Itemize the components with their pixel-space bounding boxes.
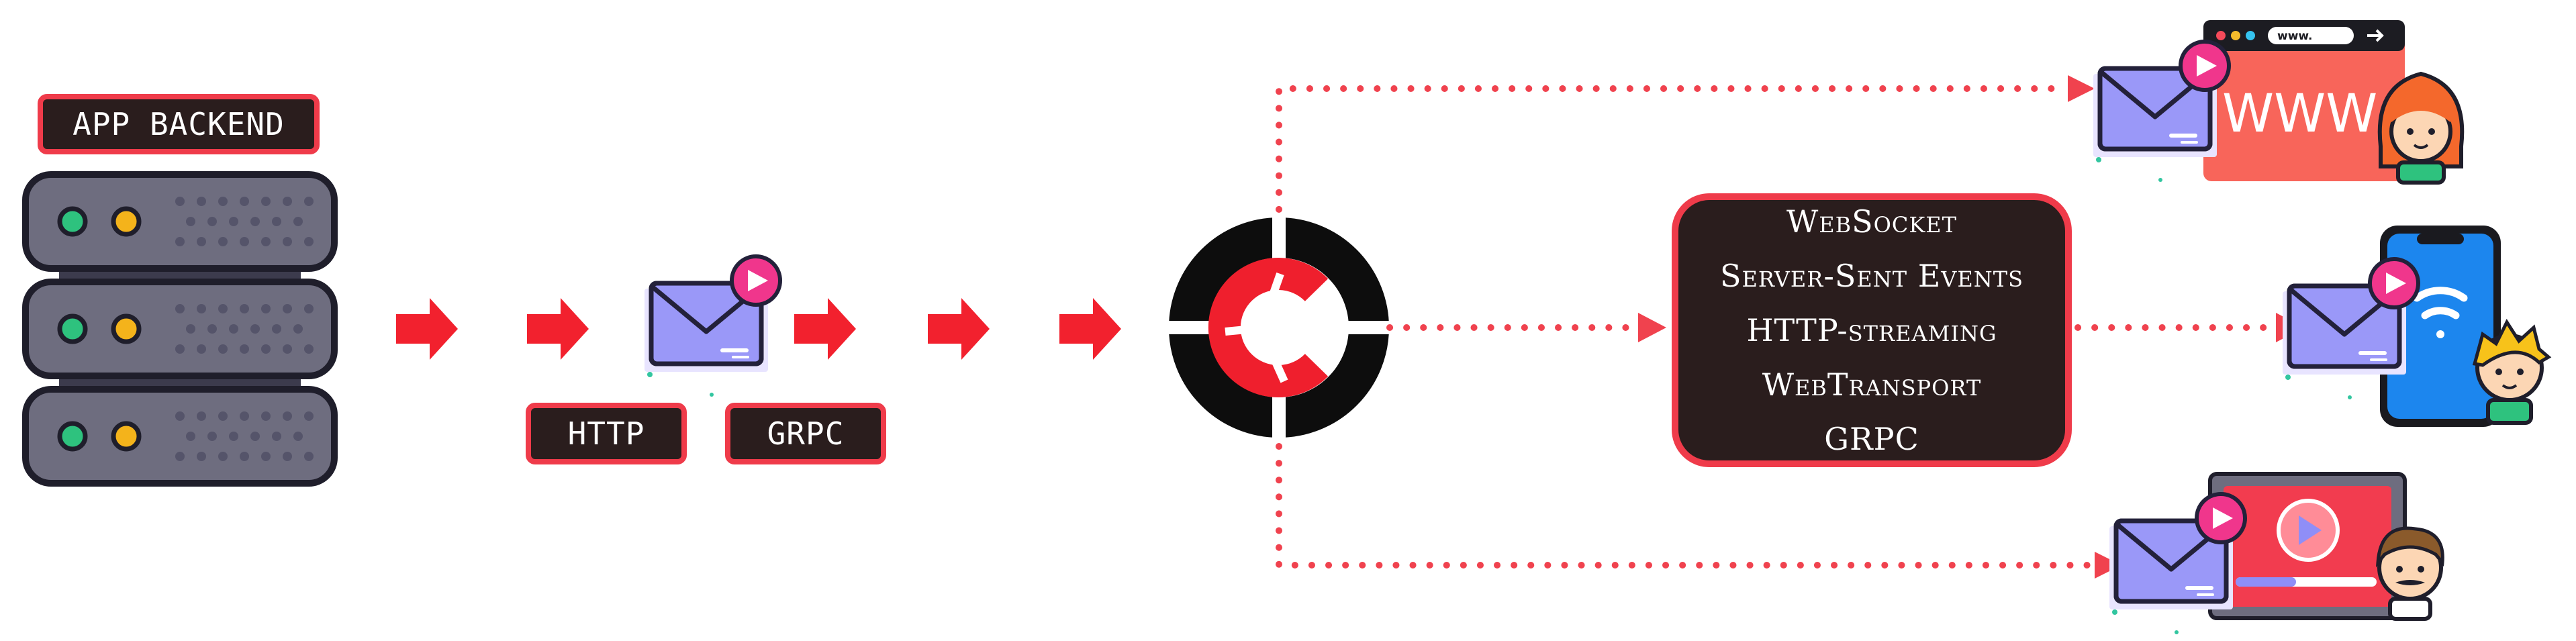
protocol-http-streaming: HTTP-streaming: [1746, 311, 1997, 348]
app-backend-label: APP BACKEND: [38, 94, 320, 154]
transport-protocols-box: WebSocket Server-Sent Events HTTP-stream…: [1672, 193, 2072, 467]
arrow-right-icon: [527, 298, 589, 360]
server-icon: [26, 175, 334, 483]
arrow-right-icon: [1059, 298, 1121, 360]
protocol-sse: Server-Sent Events: [1719, 257, 2024, 294]
arrow-right-icon: [928, 298, 990, 360]
envelope-icon: [645, 256, 780, 397]
browser-url-text: www.: [2277, 30, 2313, 43]
user-avatar-icon: [2472, 318, 2552, 425]
centrifugo-logo-icon: [1161, 210, 1396, 445]
browser-page-text: WWW: [2222, 84, 2377, 144]
wifi-icon: [2413, 287, 2468, 338]
browser-window-icon: www. WWW: [2203, 20, 2405, 181]
user-avatar-icon: [2375, 526, 2444, 621]
arrow-right-icon: [396, 298, 458, 360]
grpc-label: GRPC: [725, 403, 886, 464]
protocol-webtransport: WebTransport: [1762, 366, 1982, 403]
protocol-grpc: GRPC: [1824, 420, 1919, 457]
play-icon: [2277, 499, 2340, 562]
dotted-connectors: [1276, 85, 2279, 569]
protocol-websocket: WebSocket: [1786, 203, 1957, 240]
http-label: HTTP: [526, 403, 687, 464]
arrow-right-icon: [794, 298, 856, 360]
user-avatar-icon: [2377, 71, 2465, 185]
